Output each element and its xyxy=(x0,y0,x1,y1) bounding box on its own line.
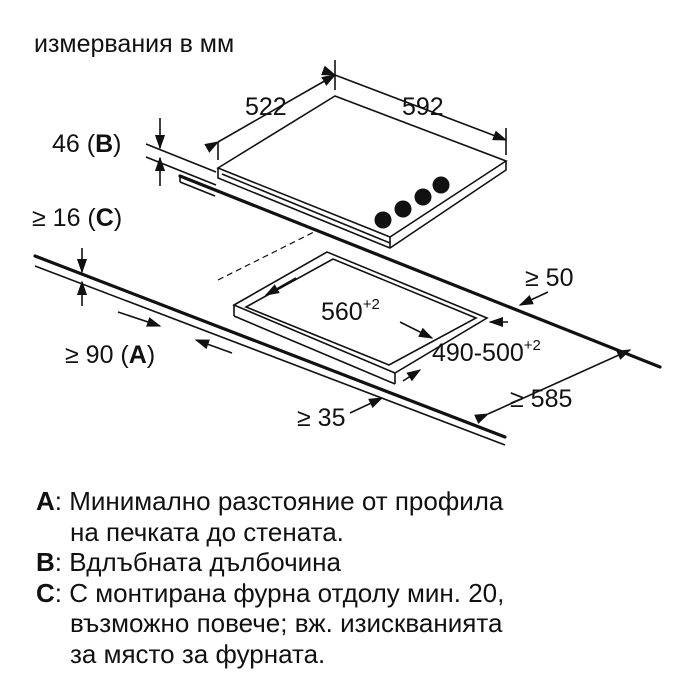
legend-text: възможно повече; вж. изискванията xyxy=(70,608,503,638)
label-90-a: ≥ 90 (A) xyxy=(65,341,155,369)
cutout xyxy=(232,251,489,385)
installation-diagram: 522 592 46 (B) ≥ 16 (C) ≥ 50 560+2 490-5… xyxy=(32,60,662,446)
label-585: ≥ 585 xyxy=(510,385,572,413)
worktop-back-edge xyxy=(178,174,662,369)
legend-item-b: B: Вдлъбната дълбочина xyxy=(36,547,342,577)
worktop-front-edge xyxy=(33,254,507,439)
hob-front-edge xyxy=(217,161,507,249)
label-16-c: ≥ 16 (C) xyxy=(32,204,122,232)
legend-text: С монтирана фурна отдолу мин. 20, xyxy=(69,577,505,608)
label-560: 560+2 xyxy=(321,296,380,326)
knob-icon xyxy=(414,188,432,206)
cutout-inner xyxy=(244,258,478,366)
cutout-outline xyxy=(232,251,489,374)
label-522: 522 xyxy=(245,93,287,121)
legend: A: Минимално разстояние от профила на пе… xyxy=(36,486,676,669)
legend-key: C xyxy=(36,577,55,608)
knob-icon xyxy=(432,176,450,194)
worktop-front-lower-edge xyxy=(34,265,506,446)
legend-key: B xyxy=(36,547,55,577)
page-title: измервания в мм xyxy=(34,30,235,58)
legend-text: Минимално разстояние от профила xyxy=(69,486,504,516)
label-50: ≥ 50 xyxy=(525,264,573,292)
projection-line xyxy=(217,229,319,281)
label-490-500: 490-500+2 xyxy=(432,337,541,367)
legend-key: A xyxy=(36,486,55,516)
legend-item-a: A: Минимално разстояние от профила xyxy=(36,486,504,516)
label-592: 592 xyxy=(402,93,444,121)
knob-icon xyxy=(374,211,392,229)
legend-item-c: C: С монтирана фурна отдолу мин. 20, xyxy=(36,577,505,608)
label-46-b: 46 (B) xyxy=(52,130,121,158)
legend-text: за място за фурната. xyxy=(70,638,326,669)
legend-text: Вдлъбната дълбочина xyxy=(69,547,342,577)
label-35: ≥ 35 xyxy=(297,404,345,432)
legend-text: на печката до стената. xyxy=(70,516,344,547)
knob-icon xyxy=(394,200,412,218)
